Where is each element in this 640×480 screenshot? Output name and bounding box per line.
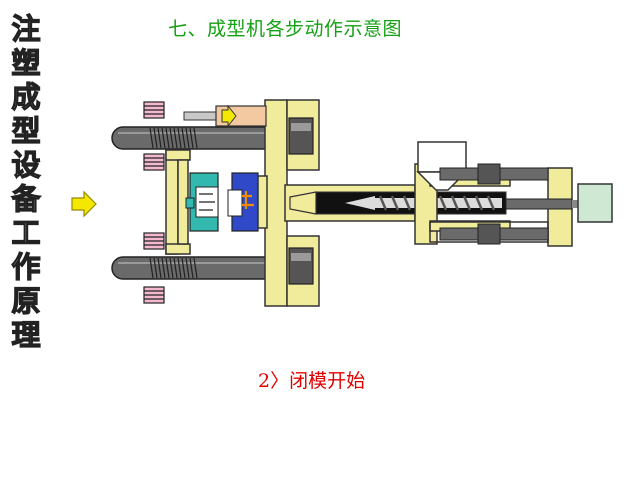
side-title-char: 型 bbox=[11, 113, 41, 148]
fixed-mold bbox=[227, 172, 259, 232]
side-title-char: 注 bbox=[11, 11, 41, 46]
side-title-char: 设 bbox=[11, 147, 41, 182]
step-caption: 2〉闭模开始 bbox=[258, 370, 366, 392]
side-title-char: 备 bbox=[11, 181, 41, 216]
injection-cylinders bbox=[439, 163, 573, 245]
side-title-char: 作 bbox=[11, 249, 41, 284]
side-title-char: 工 bbox=[11, 215, 41, 250]
side-title-char: 理 bbox=[11, 317, 41, 352]
tie-bar-caps bbox=[288, 117, 314, 285]
side-title-char: 成 bbox=[11, 79, 41, 114]
injection-unit bbox=[284, 184, 507, 222]
tie-bars bbox=[111, 126, 313, 280]
drive-motor bbox=[572, 183, 613, 223]
direction-arrow-icon bbox=[71, 190, 97, 218]
tie-bar-threads bbox=[149, 127, 198, 279]
clamp-cylinder bbox=[183, 104, 267, 128]
side-title-char: 塑 bbox=[11, 45, 41, 80]
hydraulic-arrow-icon bbox=[221, 104, 237, 128]
page-heading: 七、成型机各步动作示意图 bbox=[168, 18, 403, 40]
side-title: 注塑成型设备工作原理 bbox=[4, 11, 48, 352]
moving-mold bbox=[185, 172, 219, 232]
side-title-char: 原 bbox=[11, 283, 41, 318]
tie-bar-nuts bbox=[143, 101, 165, 304]
